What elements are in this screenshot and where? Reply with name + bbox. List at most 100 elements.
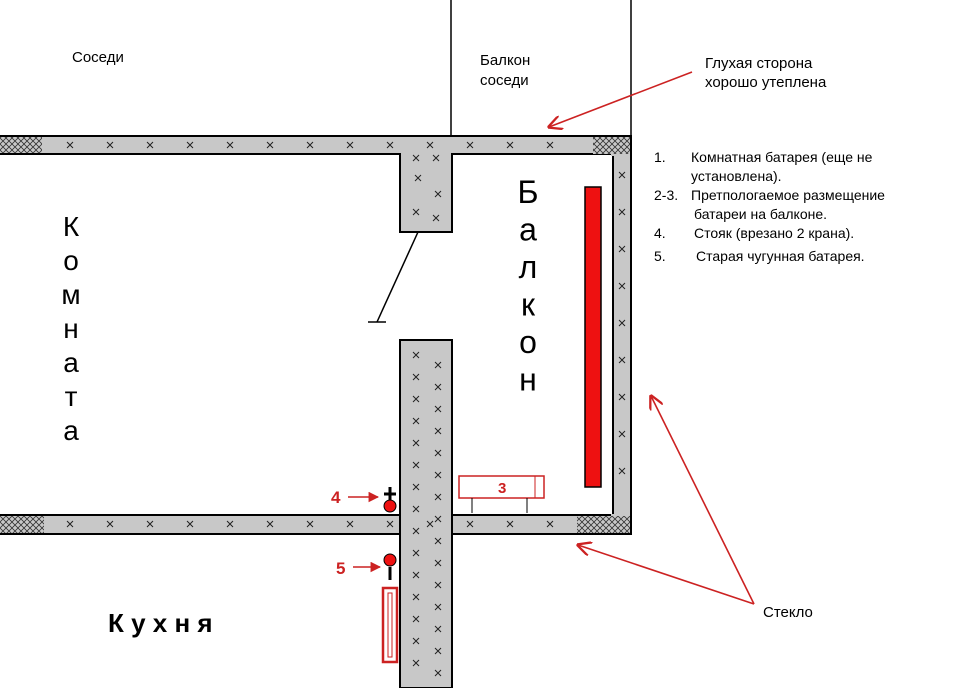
legend-num-4: 4.	[654, 225, 666, 241]
bottom-wall	[0, 514, 632, 535]
wall-cross	[412, 505, 420, 513]
wall-cross	[434, 471, 442, 479]
wall-cross	[186, 520, 194, 528]
legend: 1. Комнатная батарея (еще не установлена…	[654, 149, 885, 264]
wall-cross	[618, 393, 626, 401]
wall-cross	[412, 549, 420, 557]
wall-cross	[426, 520, 434, 528]
wall-cross	[434, 559, 442, 567]
wall-cross	[466, 141, 474, 149]
wall-cross	[226, 520, 234, 528]
wall-cross	[434, 537, 442, 545]
wall-cross	[346, 520, 354, 528]
wall-cross	[414, 174, 422, 182]
wall-cross	[506, 520, 514, 528]
wall-cross	[66, 520, 74, 528]
marker-4-label: 4	[331, 488, 341, 507]
wall-cross	[412, 483, 420, 491]
wall-cross	[306, 520, 314, 528]
marker-3-label: 3	[498, 480, 506, 497]
wall-cross	[306, 141, 314, 149]
wall-cross	[618, 430, 626, 438]
wall-cross	[618, 245, 626, 253]
wall-cross	[434, 405, 442, 413]
wall-cross	[412, 417, 420, 425]
wall-cross	[546, 520, 554, 528]
old-radiator-5	[381, 553, 399, 664]
top-wall	[0, 135, 632, 155]
room-letter-6: а	[63, 415, 79, 446]
marker-5-label: 5	[336, 559, 345, 578]
wall-cross	[412, 615, 420, 623]
wall-cross	[412, 593, 420, 601]
legend-num-1: 1.	[654, 149, 666, 165]
balcony-radiator-3	[458, 475, 545, 499]
glass-arrow-right-wall	[651, 396, 755, 605]
wall-cross	[618, 467, 626, 475]
wall-cross	[106, 141, 114, 149]
wall-cross	[618, 319, 626, 327]
wall-cross	[412, 637, 420, 645]
hatch-bottom-right	[577, 516, 630, 533]
join-bottom	[401, 513, 451, 537]
balcony-letter-0: Б	[518, 174, 539, 210]
balcony-letter-4: о	[519, 324, 537, 360]
wall-cross	[412, 527, 420, 535]
wall-cross	[266, 520, 274, 528]
wall-cross	[434, 190, 442, 198]
hatch-top-left	[0, 137, 42, 153]
balcony-letter-1: а	[519, 212, 537, 248]
riser-4	[383, 487, 397, 513]
wall-cross	[618, 356, 626, 364]
legend-text-4: Стояк (врезано 2 крана).	[694, 225, 854, 241]
wall-cross	[434, 669, 442, 677]
wall-cross	[426, 141, 434, 149]
wall-cross	[432, 214, 440, 222]
door-leaf	[376, 231, 419, 323]
wall-cross	[146, 520, 154, 528]
wall-cross	[66, 141, 74, 149]
wall-cross	[186, 141, 194, 149]
wall-cross	[346, 141, 354, 149]
wall-cross	[266, 141, 274, 149]
wall-cross-marks	[66, 141, 626, 677]
legend-num-2: 2-3.	[654, 187, 678, 203]
wall-cross	[412, 659, 420, 667]
wall-cross	[546, 141, 554, 149]
wall-cross	[386, 520, 394, 528]
wall-cross	[434, 515, 442, 523]
wall-cross	[434, 383, 442, 391]
wall-cross	[434, 625, 442, 633]
legend-text-1a: Комнатная батарея (еще не	[691, 149, 873, 165]
room-letter-4: а	[63, 347, 79, 378]
room-letter-1: о	[63, 245, 79, 276]
wall-cross	[434, 581, 442, 589]
legend-text-2b: батареи на балконе.	[694, 206, 827, 222]
neighbor-balcony-label-2: соседи	[480, 72, 529, 89]
wall-cross	[434, 449, 442, 457]
balcony-letter-3: к	[521, 287, 536, 323]
wall-cross	[618, 208, 626, 216]
glass-label: Стекло	[763, 604, 813, 621]
wall-cross	[412, 571, 420, 579]
walls	[0, 135, 632, 688]
wall-cross	[412, 395, 420, 403]
blind-side-arrow	[549, 71, 693, 127]
wall-cross	[106, 520, 114, 528]
balcony-radiator-2	[584, 186, 602, 488]
glass-arrow-bottom-wall	[578, 545, 755, 605]
wall-cross	[226, 141, 234, 149]
balcony-letter-5: н	[519, 362, 537, 398]
kitchen-label: К у х н я	[108, 608, 213, 638]
room-letter-0: К	[63, 211, 80, 242]
wall-cross	[434, 647, 442, 655]
legend-text-2a: Претпологаемое размещение	[691, 187, 885, 203]
room-letter-2: м	[61, 279, 80, 310]
wall-cross	[432, 154, 440, 162]
room-letter-5: т	[65, 381, 78, 412]
wall-cross	[434, 427, 442, 435]
wall-cross	[412, 208, 420, 216]
wall-cross	[412, 351, 420, 359]
